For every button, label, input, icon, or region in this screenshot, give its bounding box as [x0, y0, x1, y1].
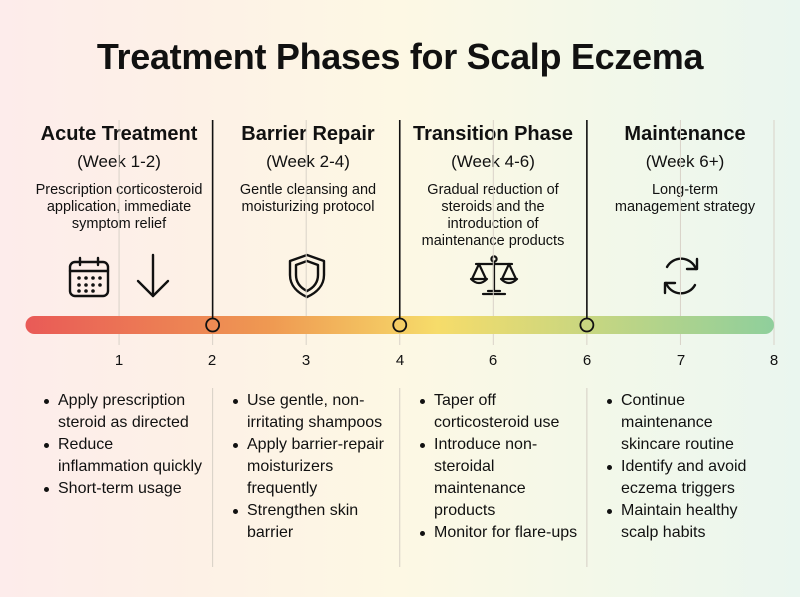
list-item: Maintain healthy scalp habits — [607, 500, 772, 544]
phase-description: Gentle cleansing and moisturizing protoc… — [239, 182, 377, 215]
phase-maintenance-actions: Continue maintenance skincare routine Id… — [607, 390, 772, 544]
tick-label: 7 — [676, 352, 686, 369]
list-item: Use gentle, non-irritating shampoos — [233, 390, 391, 434]
phase-maintenance: Maintenance (Week 6+) Long-term manageme… — [590, 122, 780, 216]
phase-period: (Week 2-4) — [266, 152, 350, 171]
phase-transition-actions: Taper off corticosteroid use Introduce n… — [420, 390, 585, 544]
shield-icon — [287, 252, 327, 300]
milestone-marker — [579, 317, 595, 333]
refresh-icon — [658, 253, 704, 299]
list-item: Continue maintenance skincare routine — [607, 390, 772, 456]
phase-name: Maintenance — [624, 123, 746, 145]
phase-name: Barrier Repair — [241, 123, 375, 145]
phase-barrier: Barrier Repair (Week 2-4) Gentle cleansi… — [218, 122, 398, 216]
phase-period: (Week 6+) — [645, 152, 725, 171]
milestone-marker — [205, 317, 221, 333]
phase-description: Long-term management strategy — [614, 182, 756, 215]
scale-icon — [469, 253, 519, 299]
phase-barrier-actions: Use gentle, non-irritating shampoos Appl… — [233, 390, 391, 544]
tick-label: 4 — [395, 352, 405, 369]
page-title: Treatment Phases for Scalp Eczema — [96, 36, 704, 77]
calendar-icon — [67, 256, 111, 300]
tick-label: 2 — [207, 352, 217, 369]
tick-label: 1 — [114, 352, 124, 369]
list-item: Strengthen skin barrier — [233, 500, 391, 544]
timeline-bar — [25, 316, 774, 334]
list-item: Reduce inflammation quickly — [44, 434, 204, 478]
tick-label: 6 — [488, 352, 498, 369]
milestone-marker — [392, 317, 408, 333]
tick-label: 3 — [301, 352, 311, 369]
tick-label: 8 — [769, 352, 779, 369]
tick-label: 6 — [582, 352, 592, 369]
list-item: Monitor for flare-ups — [420, 522, 585, 544]
list-item: Taper off corticosteroid use — [420, 390, 585, 434]
list-item: Introduce non-steroidal maintenance prod… — [420, 434, 585, 522]
arrow-down-icon — [134, 252, 172, 302]
list-item: Apply prescription steroid as directed — [44, 390, 204, 434]
list-item: Identify and avoid eczema triggers — [607, 456, 772, 500]
list-item: Apply barrier-repair moisturizers freque… — [233, 434, 391, 500]
list-item: Short-term usage — [44, 478, 204, 500]
phase-acute-actions: Apply prescription steroid as directed R… — [44, 390, 204, 500]
